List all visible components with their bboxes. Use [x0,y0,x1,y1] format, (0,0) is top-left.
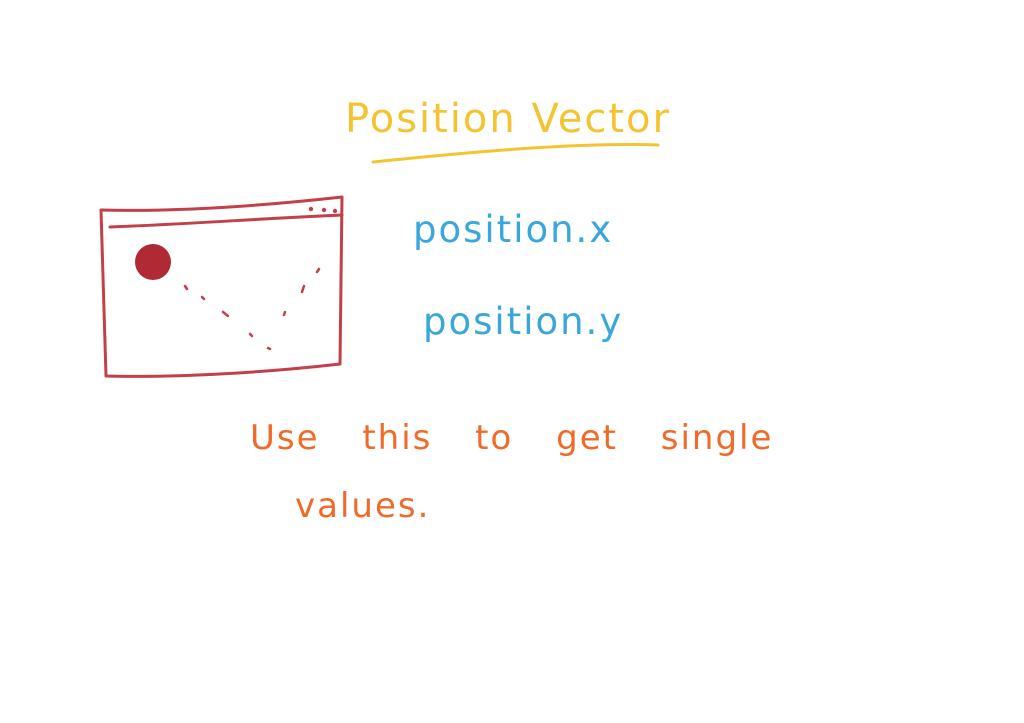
code-position-y: position.y [423,300,624,343]
title-underline [371,142,660,164]
trajectory-dash [183,284,189,291]
trajectory-dash [315,267,321,274]
note-line-1: Use this to get single [250,418,774,458]
trajectory-dash [248,332,254,338]
code-position-x: position.x [413,208,614,251]
window-title-bar-line [108,213,344,229]
window-sketch [99,195,344,378]
trajectory-dash [221,310,230,318]
trajectory-dash [200,295,206,301]
trajectory-dash [300,284,306,294]
note-line-2: values. [295,486,431,526]
trajectory-dash [266,346,272,351]
page-title: Position Vector [345,96,671,142]
trajectory-dashes [183,267,321,351]
trajectory-dash [282,310,287,317]
window-frame [99,195,344,378]
ball-icon [135,244,171,280]
window-control-dot-3 [332,208,338,214]
window-control-dot-2 [321,207,327,213]
window-control-dot-1 [308,206,314,212]
